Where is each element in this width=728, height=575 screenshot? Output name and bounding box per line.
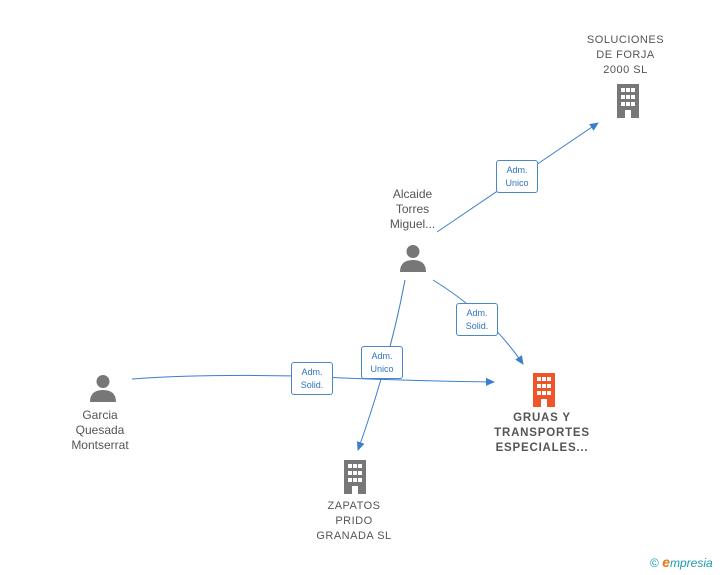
node-label-garcia[interactable]: Garcia Quesada Montserrat <box>50 408 150 453</box>
node-label-line: TRANSPORTES <box>494 427 590 439</box>
node-label-line: Miguel... <box>389 217 436 231</box>
edge-label-line: Adm. <box>506 165 528 175</box>
node-label-line: PRIDO <box>335 515 373 527</box>
edge-label-line: Solid. <box>300 380 324 390</box>
building-icon[interactable] <box>529 373 559 407</box>
node-label-line: GRANADA SL <box>316 530 392 542</box>
empresia-brand[interactable]: © empresia <box>650 554 713 570</box>
node-label-line: ZAPATOS <box>327 500 381 512</box>
node-label-line: Garcia <box>82 408 118 422</box>
edge-label-alcaide-soluciones[interactable]: Adm. Unico <box>496 160 538 193</box>
node-label-soluciones[interactable]: SOLUCIONES DE FORJA 2000 SL <box>568 33 683 78</box>
edge-label-line: Unico <box>370 364 394 374</box>
edge-label-garcia-gruas[interactable]: Adm. Solid. <box>291 362 333 395</box>
edge-label-line: Adm. <box>466 308 488 318</box>
edge-label-line: Adm. <box>301 367 323 377</box>
node-label-line: SOLUCIONES <box>586 34 665 46</box>
node-label-gruas[interactable]: GRUAS Y TRANSPORTES ESPECIALES... <box>478 411 606 456</box>
building-icon[interactable] <box>340 460 370 494</box>
brand-e: e <box>662 554 670 570</box>
edge-label-line: Adm. <box>371 351 393 361</box>
edge-label-line: Solid. <box>465 321 489 331</box>
node-label-line: 2000 SL <box>603 64 648 76</box>
edge-label-alcaide-zapatos[interactable]: Adm. Unico <box>361 346 403 379</box>
brand-text: mpresia <box>669 556 713 570</box>
node-label-zapatos[interactable]: ZAPATOS PRIDO GRANADA SL <box>298 499 410 544</box>
node-label-line: Quesada <box>75 423 125 437</box>
building-icon[interactable] <box>613 84 643 118</box>
edge-label-alcaide-gruas[interactable]: Adm. Solid. <box>456 303 498 336</box>
copyright-icon: © <box>650 556 659 570</box>
person-icon[interactable] <box>88 373 118 403</box>
node-label-line: GRUAS Y <box>513 412 571 424</box>
node-label-line: DE FORJA <box>596 49 655 61</box>
person-icon[interactable] <box>398 243 428 273</box>
node-label-line: Montserrat <box>71 438 129 452</box>
edge-label-line: Unico <box>505 178 529 188</box>
node-label-line: Torres <box>395 202 430 216</box>
node-label-line: ESPECIALES... <box>495 442 589 454</box>
node-label-line: Alcaide <box>392 187 433 201</box>
node-label-alcaide[interactable]: Alcaide Torres Miguel... <box>365 187 460 232</box>
